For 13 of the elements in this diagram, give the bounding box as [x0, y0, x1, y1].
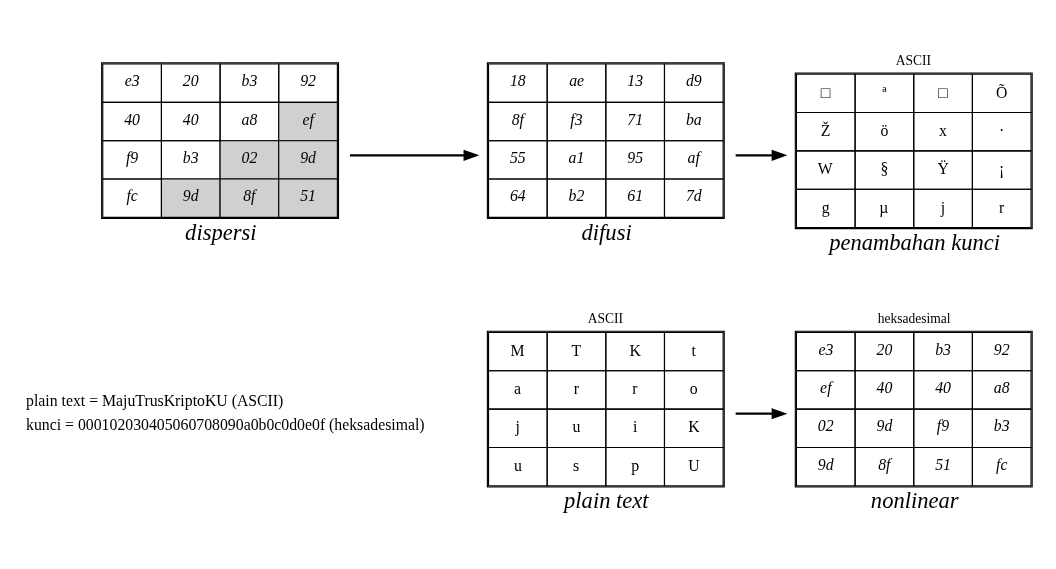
node-label: ASCII	[587, 310, 624, 326]
arrow	[735, 149, 788, 161]
node-label: dispersi	[185, 219, 257, 245]
label: plain text = MajuTrusKriptoKU (ASCII)	[26, 391, 284, 409]
node-label: plain text	[564, 488, 649, 514]
node-label: nonlinear	[870, 488, 959, 514]
node-label: penambahan kunci	[829, 230, 1001, 256]
label: kunci = 000102030405060708090a0b0c0d0e0f (heksadesimal)	[26, 415, 425, 433]
node-label: heksadesimal	[877, 310, 951, 326]
arrow	[349, 149, 480, 161]
node-label: ASCII	[895, 52, 931, 68]
arrow	[735, 408, 788, 420]
node-label: difusi	[581, 219, 632, 245]
